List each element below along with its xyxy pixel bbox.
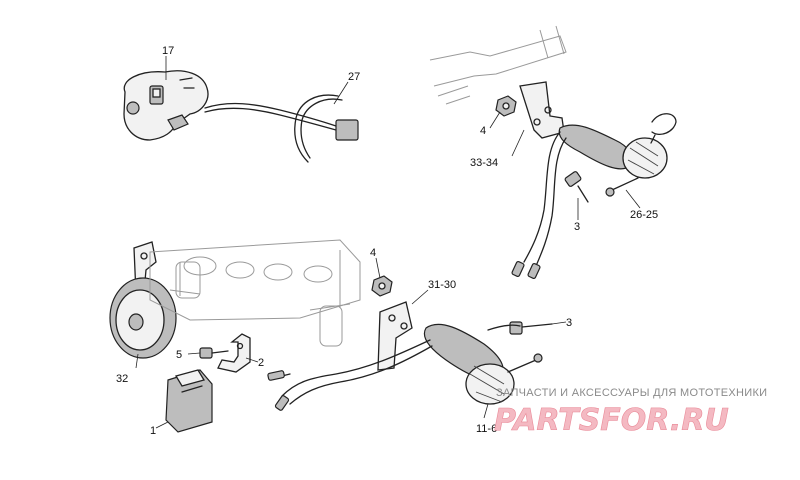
bolt-5 [199, 347, 229, 359]
horn-32 [109, 277, 177, 359]
clip-2 [217, 333, 251, 373]
nut-4-lower [371, 275, 393, 297]
callout-1: 1 [150, 425, 156, 437]
front-turn-signal-11-6 [423, 323, 515, 405]
callout-5: 5 [176, 349, 182, 361]
wire-clip-27 [294, 94, 359, 163]
callout-31-30: 31-30 [428, 279, 456, 291]
front-signal-wires [267, 324, 521, 411]
callout-32: 32 [116, 373, 128, 385]
callout-3-lower: 3 [566, 317, 572, 329]
callout-3-upper: 3 [574, 221, 580, 233]
handlebar-switch-17 [123, 70, 209, 141]
mount-bracket-33-34 [519, 81, 565, 139]
callout-11-6: 11-6 [476, 423, 497, 435]
rear-turn-signal-26-25 [558, 113, 677, 179]
switch-wiring-harness [204, 102, 337, 131]
callout-33-34: 33-34 [470, 157, 498, 169]
rear-signal-wires [511, 131, 567, 279]
watermark-tagline: ЗАПЧАСТИ И АКСЕССУАРЫ ДЛЯ МОТОТЕХНИКИ [496, 387, 767, 399]
nut-4-upper [495, 95, 517, 117]
callout-26-25: 26-25 [630, 209, 658, 221]
bolt-3-lower [509, 321, 553, 335]
rear-frame-rail [429, 25, 567, 105]
screw-26-25-small [605, 177, 639, 197]
connector-block [335, 119, 359, 141]
callout-27: 27 [348, 71, 360, 83]
callout-4-lower: 4 [370, 247, 376, 259]
mount-bracket-31-30 [377, 301, 413, 371]
callout-2: 2 [258, 357, 264, 369]
bolt-3-upper [564, 171, 589, 203]
callout-17: 17 [162, 45, 174, 57]
callout-4-upper: 4 [480, 125, 486, 137]
screw-11-6-small [507, 353, 543, 373]
leader-lines [135, 56, 641, 429]
watermark-logo: PARTSFOR.RU [494, 403, 729, 438]
relay-1 [165, 369, 213, 433]
triple-clamp-frame [149, 239, 361, 347]
